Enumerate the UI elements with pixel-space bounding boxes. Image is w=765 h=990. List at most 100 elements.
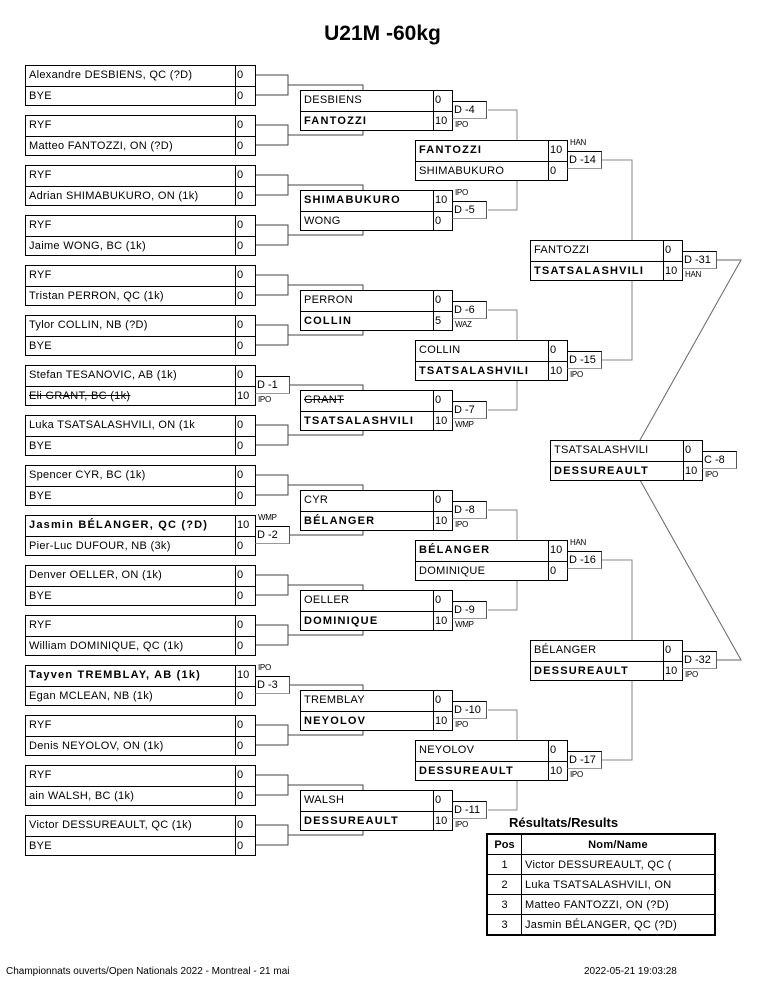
connector-line	[488, 309, 518, 340]
competitor-name: COLLIN	[304, 315, 353, 327]
connector-line	[288, 230, 364, 236]
competitor-row: Matteo FANTOZZI, ON (?D)0	[26, 136, 255, 156]
competitor-score: 10	[433, 712, 452, 731]
footer-timestamp: 2022-05-21 19:03:28	[584, 966, 677, 977]
connector-line	[255, 724, 289, 746]
connector-line	[488, 780, 518, 811]
competitor-score: 0	[433, 491, 452, 511]
competitor-score: 10	[548, 762, 567, 781]
competitor-score: 0	[235, 366, 255, 386]
competitor-name: BÉLANGER	[534, 644, 597, 656]
competitor-name: COLLIN	[419, 344, 461, 356]
competitor-row: Victor DESSUREAULT, QC (1k)0	[26, 816, 255, 836]
competitor-name: BYE	[29, 590, 52, 602]
competitor-score: 0	[663, 641, 682, 661]
competitor-score: 0	[235, 337, 255, 356]
competitor-name: FANTOZZI	[304, 115, 368, 127]
win-type: IPO	[685, 670, 698, 679]
competitor-name: DESSUREAULT	[419, 765, 514, 777]
competitor-score: 0	[235, 716, 255, 736]
win-type: IPO	[455, 188, 468, 197]
connector-line	[288, 130, 364, 136]
competitor-name: Denis NEYOLOV, ON (1k)	[29, 740, 164, 752]
win-type: IPO	[570, 370, 583, 379]
competitor-score: 0	[433, 291, 452, 311]
competitor-name: DESSUREAULT	[304, 815, 399, 827]
competitor-score: 0	[235, 437, 255, 456]
match-number: D -2	[255, 526, 290, 544]
connector-line	[255, 474, 289, 496]
connector-line	[488, 709, 518, 740]
connector-line	[288, 84, 364, 90]
match-number: D -9	[452, 601, 487, 619]
competitor-score: 0	[235, 566, 255, 586]
competitor-name: OELLER	[304, 594, 350, 606]
competitor-name: RYF	[29, 169, 52, 181]
connector-line	[602, 159, 633, 240]
competitor-row: Egan MCLEAN, NB (1k)0	[26, 686, 255, 706]
competitor-row: BÉLANGER 0	[531, 641, 682, 661]
match-number: D -10	[452, 701, 487, 719]
competitor-name: Luka TSATSALASHVILI, ON (1k	[29, 419, 196, 431]
competitor-row: Jasmin BÉLANGER, QC (?D)10	[26, 516, 255, 536]
competitor-name: DESSUREAULT	[554, 465, 649, 477]
competitor-score: 10	[683, 462, 702, 481]
result-pos: 1	[486, 854, 522, 875]
win-type: HAN	[570, 138, 586, 147]
competitor-score: 0	[235, 487, 255, 506]
competitor-score: 0	[433, 391, 452, 411]
competitor-name: CYR	[304, 494, 329, 506]
competitor-score: 0	[683, 441, 702, 461]
match-number: C -8	[702, 451, 737, 469]
result-name: Jasmin BÉLANGER, QC (?D)	[521, 914, 716, 936]
competitor-score: 0	[548, 162, 567, 181]
match-number: D -4	[452, 101, 487, 119]
competitor-name: Stefan TESANOVIC, AB (1k)	[29, 369, 177, 381]
competitor-score: 0	[235, 216, 255, 236]
competitor-row: Spencer CYR, BC (1k)0	[26, 466, 255, 486]
competitor-score: 10	[235, 387, 255, 406]
competitor-score: 0	[235, 637, 255, 656]
competitor-name: NEYOLOV	[419, 744, 475, 756]
competitor-name: Alexandre DESBIENS, QC (?D)	[29, 69, 193, 81]
connector-line	[602, 680, 633, 761]
competitor-score: 0	[433, 91, 452, 111]
connector-line	[290, 684, 364, 690]
competitor-name: DOMINIQUE	[419, 565, 486, 577]
connector-line	[255, 124, 289, 146]
win-type: IPO	[570, 770, 583, 779]
competitor-name: WALSH	[304, 794, 345, 806]
connector-line	[255, 74, 289, 96]
competitor-name: BYE	[29, 840, 52, 852]
connector-line	[639, 259, 742, 441]
competitor-score: 10	[548, 141, 567, 161]
results-header-name: Nom/Name	[521, 833, 716, 855]
connector-line	[488, 380, 518, 411]
win-type: IPO	[455, 120, 468, 129]
competitor-score: 10	[433, 191, 452, 211]
connector-line	[602, 559, 633, 640]
competitor-name: Denver OELLER, ON (1k)	[29, 569, 163, 581]
